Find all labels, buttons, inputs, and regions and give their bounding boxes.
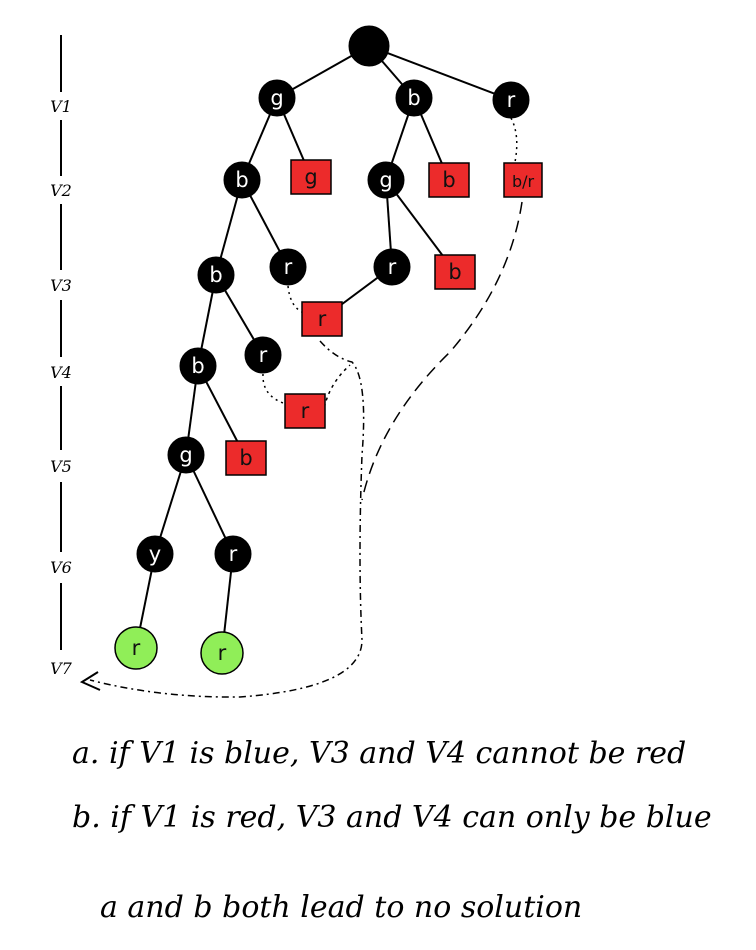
node-node: r — [492, 81, 530, 119]
node-node: b — [395, 79, 433, 117]
node-label: g — [379, 168, 392, 192]
node-label: b — [209, 263, 222, 287]
node-circle — [223, 161, 261, 199]
node-circle — [395, 79, 433, 117]
fail-box — [284, 393, 326, 429]
level-label: V7 — [50, 659, 73, 678]
note-a: a. if V1 is blue, V3 and V4 cannot be re… — [72, 736, 687, 771]
node-label: b — [407, 86, 420, 110]
fail-node: g — [290, 159, 332, 195]
level-label: V4 — [50, 363, 72, 382]
node-circle — [244, 336, 282, 374]
note-conclusion: a and b both lead to no solution — [100, 890, 583, 925]
arrowhead — [79, 671, 101, 691]
node-node: r — [214, 535, 252, 573]
backjump-arrow-from-br2 — [361, 201, 523, 501]
node-label: b — [448, 260, 461, 284]
fail-box — [301, 301, 343, 337]
node-circle — [214, 535, 252, 573]
fail-box — [434, 254, 476, 290]
node-label: y — [149, 542, 161, 566]
node-label: b — [235, 168, 248, 192]
node-label: r — [218, 641, 227, 665]
solution-node: r — [114, 626, 158, 670]
fail-node: b — [428, 162, 470, 198]
node-label: b — [239, 446, 252, 470]
level-label: V5 — [50, 457, 72, 476]
node-label: r — [259, 343, 268, 367]
backjump-arrows — [79, 117, 523, 698]
node-label: r — [507, 88, 516, 112]
node-circle — [197, 256, 235, 294]
dotted-link-r1 — [510, 117, 518, 163]
level-label: V2 — [50, 181, 72, 200]
level-label: V1 — [50, 97, 72, 116]
dotted-link-r4-fail — [321, 364, 351, 429]
node-label: b/r — [512, 172, 535, 191]
note-b: b. if V1 is red, V3 and V4 can only be b… — [72, 800, 712, 835]
solution-circle — [200, 631, 244, 675]
node-label: g — [270, 86, 283, 110]
solution-node: r — [200, 631, 244, 675]
node-circle — [179, 347, 217, 385]
node-label: g — [304, 165, 317, 189]
node-circle — [367, 161, 405, 199]
node-label: b — [191, 354, 204, 378]
node-node: r — [373, 248, 411, 286]
fail-box — [503, 162, 543, 198]
node-label: r — [229, 542, 238, 566]
node-label: g — [179, 443, 192, 467]
level-label: V3 — [50, 276, 72, 295]
root-node — [348, 25, 390, 67]
fail-node: b — [225, 440, 267, 476]
node-node: g — [367, 161, 405, 199]
level-label: V6 — [50, 558, 72, 577]
node-label: r — [318, 307, 327, 331]
backjump-arrow-from-r3 — [89, 340, 365, 698]
fail-node: r — [284, 393, 326, 429]
node-label: r — [388, 255, 397, 279]
node-node: r — [269, 248, 307, 286]
fail-node: r — [301, 301, 343, 337]
node-label: r — [284, 255, 293, 279]
node-node: g — [258, 79, 296, 117]
fail-box — [290, 159, 332, 195]
dotted-link-r3a — [287, 285, 303, 313]
fail-box — [428, 162, 470, 198]
solution-circle — [114, 626, 158, 670]
node-circle — [373, 248, 411, 286]
node-label: r — [132, 636, 141, 660]
fail-node: b — [434, 254, 476, 290]
fail-box — [225, 440, 267, 476]
node-node: b — [179, 347, 217, 385]
node-circle — [492, 81, 530, 119]
node-node: b — [223, 161, 261, 199]
node-circle — [258, 79, 296, 117]
dotted-link-r4 — [262, 373, 284, 404]
node-node: b — [197, 256, 235, 294]
node-circle — [348, 25, 390, 67]
fail-node: b/r — [503, 162, 543, 198]
tree-edge — [368, 45, 512, 101]
tree-nodes: g b r b g g b b/r b r r b r b r r g b y r r r — [114, 25, 543, 675]
node-circle — [167, 436, 205, 474]
node-circle — [136, 535, 174, 573]
node-circle — [269, 248, 307, 286]
node-label: b — [442, 168, 455, 192]
node-node: y — [136, 535, 174, 573]
node-label: r — [301, 399, 310, 423]
node-node: g — [167, 436, 205, 474]
node-node: r — [244, 336, 282, 374]
